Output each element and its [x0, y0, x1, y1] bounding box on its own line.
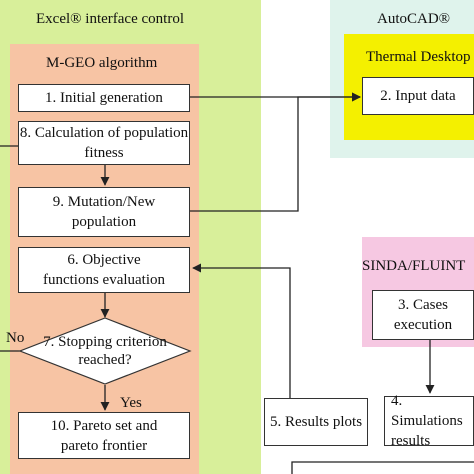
- fitness-calculation-box: 8. Calculation of population fitness: [18, 121, 190, 165]
- fitness-calculation-text: 8. Calculation of population fitness: [19, 125, 189, 161]
- sinda-fluint-title: SINDA/FLUINT: [362, 258, 466, 274]
- input-data-text: 2. Input data: [380, 88, 456, 104]
- initial-generation-text: 1. Initial generation: [45, 90, 163, 106]
- no-label: No: [6, 330, 25, 346]
- arrow-plots-to-objective: [192, 263, 291, 400]
- stopping-criterion-text: 7. Stopping criterion reached?: [43, 334, 167, 368]
- pareto-text: 10. Pareto set and pareto frontier: [50, 417, 158, 454]
- objective-evaluation-box: 6. Objective functions evaluation: [18, 247, 190, 293]
- simulations-results-box: 4. Simulations results: [384, 393, 474, 449]
- cases-execution-text: 3. Cases execution: [393, 297, 453, 333]
- simulations-results-text: 4. Simulations results: [391, 393, 463, 449]
- cases-execution-box: 3. Cases execution: [372, 290, 474, 340]
- results-plots-text: 5. Results plots: [269, 414, 363, 430]
- line-simulations-to-plots: [291, 461, 474, 474]
- initial-generation-box: 1. Initial generation: [18, 84, 190, 112]
- autocad-title: AutoCAD®: [377, 11, 451, 27]
- mutation-box: 9. Mutation/New population: [18, 187, 190, 237]
- mutation-text: 9. Mutation/New population: [52, 194, 156, 230]
- thermal-desktop-title: Thermal Desktop: [366, 49, 471, 65]
- excel-title: Excel® interface control: [36, 11, 184, 27]
- yes-label: Yes: [120, 395, 142, 411]
- pareto-box: 10. Pareto set and pareto frontier: [18, 412, 190, 459]
- stopping-diamond-shape: [18, 317, 192, 385]
- input-data-box: 2. Input data: [362, 77, 474, 115]
- mgeo-title: M-GEO algorithm: [46, 55, 158, 71]
- results-plots-box: 5. Results plots: [264, 398, 368, 446]
- arrow-mutation-to-input: [190, 92, 361, 212]
- objective-evaluation-text: 6. Objective functions evaluation: [42, 252, 166, 288]
